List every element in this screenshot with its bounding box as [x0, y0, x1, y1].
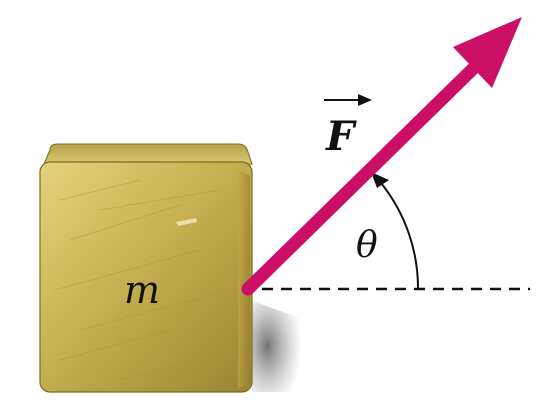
block-texture — [54, 179, 241, 381]
vector-arrow-icon — [324, 94, 372, 106]
force-label: F — [325, 113, 357, 160]
block — [39, 143, 253, 393]
angle-label: θ — [356, 225, 378, 266]
mass-label: m — [124, 268, 160, 312]
angle-arc — [371, 172, 420, 290]
block-shadow — [250, 300, 300, 392]
force-arrow — [241, 17, 522, 296]
